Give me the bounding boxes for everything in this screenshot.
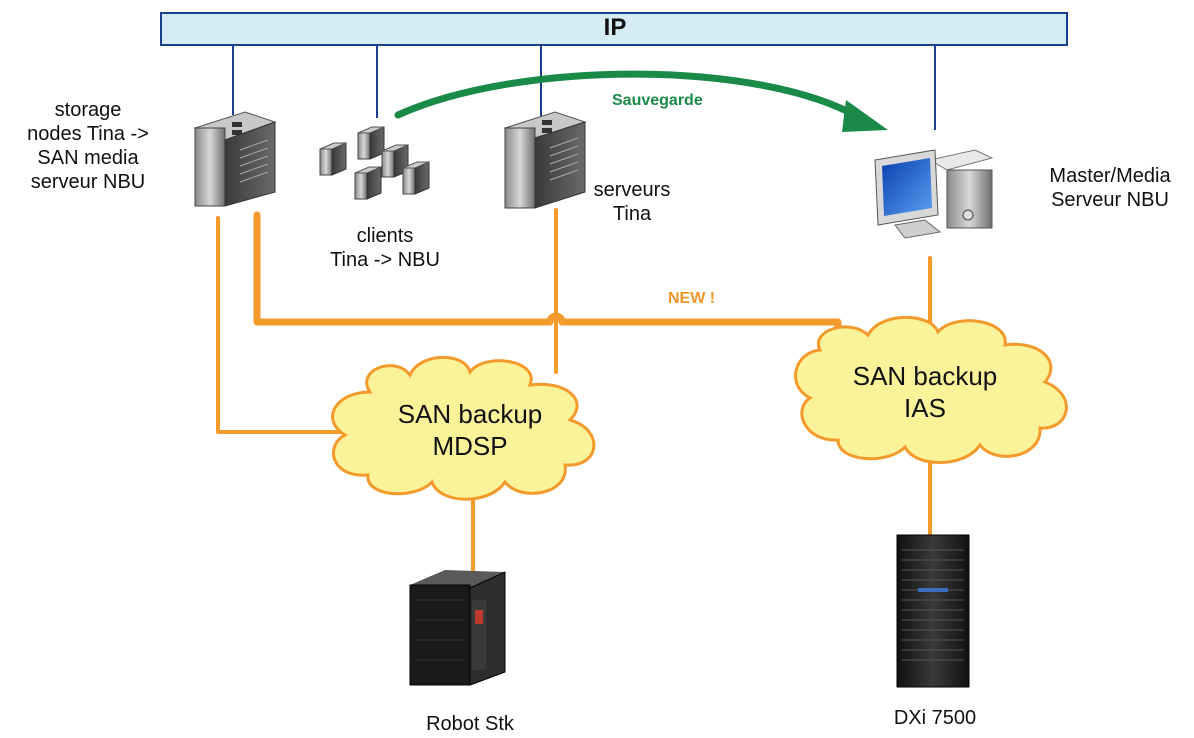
clients-servers-icon bbox=[319, 126, 430, 200]
serveurs-tina-server-icon bbox=[503, 111, 587, 209]
san-mdsp-line-2: MDSP bbox=[432, 431, 508, 461]
serveurs-tina-label: serveurs Tina bbox=[582, 178, 682, 226]
ip-bar bbox=[160, 12, 1068, 46]
new-link-label: NEW ! bbox=[668, 290, 716, 307]
storage-nodes-line-4: serveur NBU bbox=[30, 171, 146, 193]
san-mdsp-line-1: SAN backup bbox=[397, 399, 543, 429]
san-links bbox=[216, 208, 932, 572]
robot-stk-label: Robot Stk bbox=[426, 713, 514, 735]
serveurs-tina-line-2: Tina bbox=[612, 203, 652, 225]
san-mdsp-label: SAN backup MDSP bbox=[365, 398, 575, 462]
ip-links bbox=[232, 45, 936, 130]
storage-nodes-line-1: storage bbox=[54, 99, 122, 121]
serveurs-tina-line-1: serveurs bbox=[593, 179, 671, 201]
master-media-line-1: Master/Media bbox=[1049, 165, 1171, 187]
storage-nodes-line-2: nodes Tina -> bbox=[27, 123, 149, 145]
sauvegarde-label: Sauvegarde bbox=[612, 92, 703, 109]
robot-stk-library-icon bbox=[409, 570, 506, 686]
master-media-line-2: Serveur NBU bbox=[1051, 189, 1169, 211]
clients-line-2: Tina -> NBU bbox=[330, 249, 440, 271]
master-media-label: Master/Media Serveur NBU bbox=[1030, 164, 1190, 212]
dxi-7500-rack-icon bbox=[896, 534, 970, 688]
ip-label: IP bbox=[603, 14, 627, 41]
storage-node-server-icon bbox=[193, 111, 277, 207]
san-ias-label: SAN backup IAS bbox=[820, 360, 1030, 424]
cloud-san-mdsp bbox=[331, 355, 596, 501]
san-ias-line-2: IAS bbox=[904, 393, 946, 423]
storage-nodes-label: storage nodes Tina -> SAN media serveur … bbox=[8, 98, 168, 194]
master-media-workstation-icon bbox=[874, 149, 994, 239]
dxi-label: DXi 7500 bbox=[893, 707, 977, 729]
san-ias-line-1: SAN backup bbox=[852, 361, 998, 391]
clients-label: clients Tina -> NBU bbox=[300, 224, 470, 272]
san-link-storage-mdsp bbox=[216, 216, 347, 434]
clients-line-1: clients bbox=[356, 225, 414, 247]
sauvegarde-arrow bbox=[394, 70, 888, 132]
storage-nodes-line-3: SAN media bbox=[37, 147, 139, 169]
cloud-san-ias bbox=[794, 315, 1068, 464]
